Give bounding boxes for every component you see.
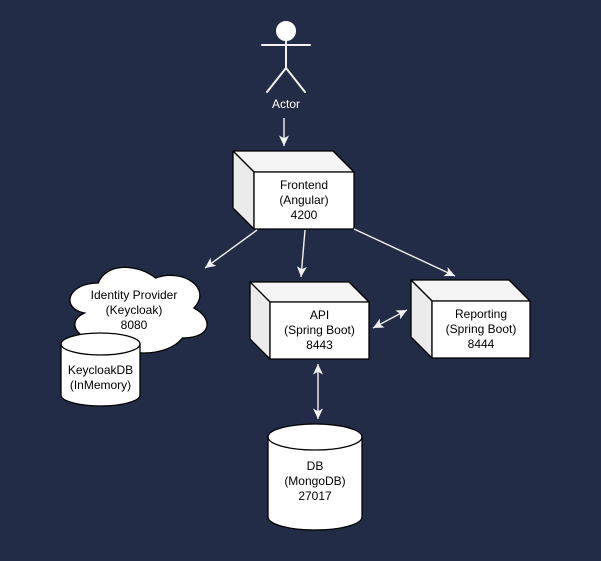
frontend-node-shape bbox=[232, 150, 355, 230]
identity-provider-cloud-shape bbox=[69, 266, 208, 354]
edge-frontend-to-api bbox=[296, 229, 307, 278]
api-node-shape bbox=[249, 281, 370, 360]
reporting-node-shape bbox=[410, 279, 531, 359]
edge-frontend-to-identity-provider bbox=[204, 229, 258, 269]
edge-api-reporting-bidirectional bbox=[372, 309, 408, 329]
db-cylinder-shape bbox=[267, 423, 363, 531]
keycloakdb-cylinder-shape bbox=[60, 332, 141, 407]
actor-figure-icon bbox=[261, 21, 311, 93]
edge-frontend-to-reporting bbox=[353, 228, 456, 277]
